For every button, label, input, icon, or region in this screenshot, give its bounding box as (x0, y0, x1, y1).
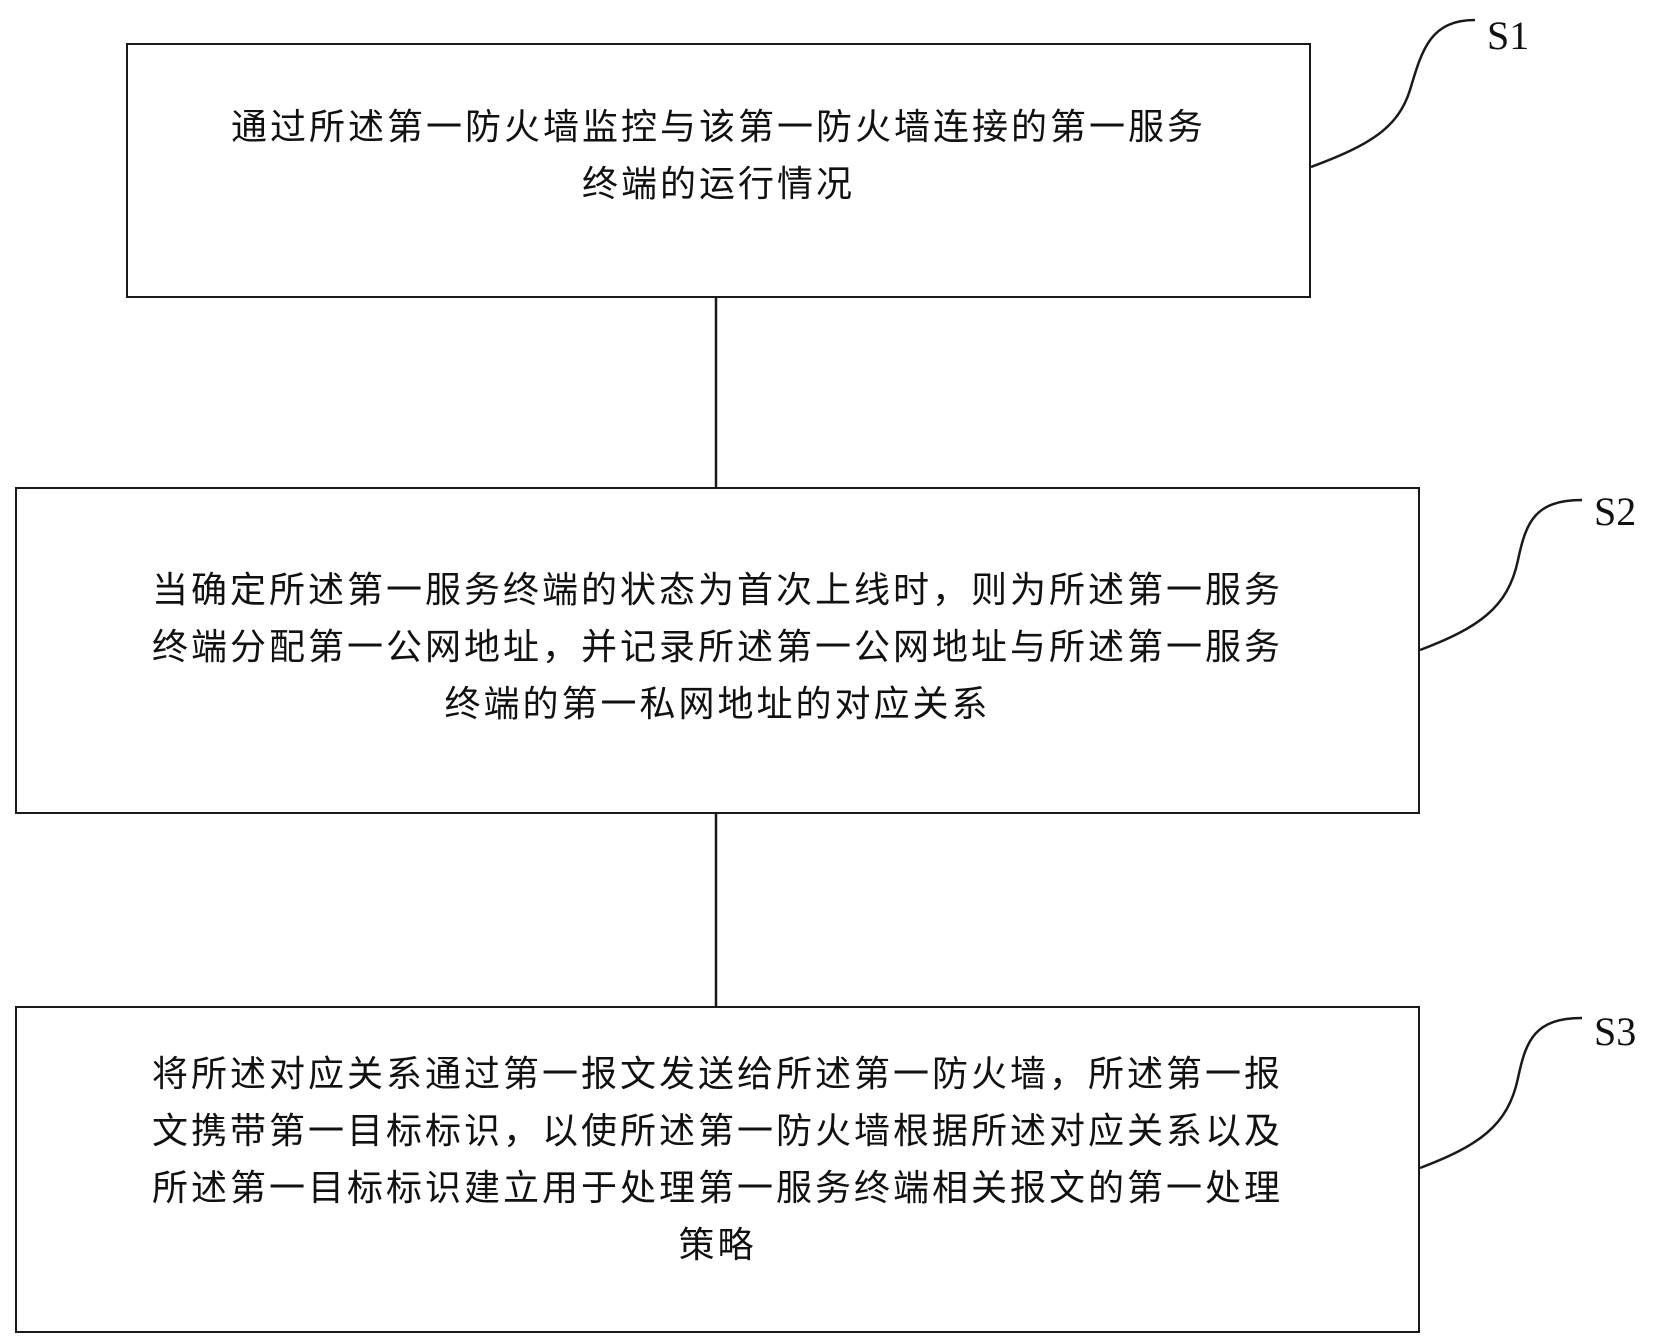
step-box-s2: 当确定所述第一服务终端的状态为首次上线时，则为所述第一服务 终端分配第一公网地址… (15, 487, 1420, 814)
step-text-line: 终端的第一私网地址的对应关系 (444, 684, 991, 725)
step-text-line: 文携带第一目标标识，以使所述第一防火墙根据所述对应关系以及 (151, 1110, 1283, 1152)
step-text-s3: 将所述对应关系通过第一报文发送给所述第一防火墙，所述第一报 文携带第一目标标识，… (17, 1046, 1418, 1294)
step-text-line: 所述第一目标标识建立用于处理第一服务终端相关报文的第一处理 (151, 1167, 1283, 1209)
leader-line-s2 (1419, 498, 1583, 652)
step-text-line: 通过所述第一防火墙监控与该第一防火墙连接的第一服务 (230, 106, 1206, 148)
step-label-s2: S2 (1594, 489, 1637, 534)
step-box-s1: 通过所述第一防火墙监控与该第一防火墙连接的第一服务 终端的运行情况 (126, 43, 1311, 298)
step-text-line: 终端的运行情况 (581, 163, 855, 205)
step-box-s3: 将所述对应关系通过第一报文发送给所述第一防火墙，所述第一报 文携带第一目标标识，… (15, 1006, 1420, 1333)
step-text-line: 终端分配第一公网地址，并记录所述第一公网地址与所述第一服务 (151, 627, 1283, 668)
step-text-s1: 通过所述第一防火墙监控与该第一防火墙连接的第一服务 终端的运行情况 (128, 99, 1309, 243)
step-text-line: 当确定所述第一服务终端的状态为首次上线时，则为所述第一服务 (151, 570, 1283, 611)
step-text-line: 策略 (678, 1224, 757, 1266)
leader-line-s3 (1419, 1016, 1583, 1170)
step-text-line: 将所述对应关系通过第一报文发送给所述第一防火墙，所述第一报 (151, 1053, 1283, 1095)
leader-line-s1 (1310, 18, 1476, 169)
step-label-s1: S1 (1487, 13, 1530, 58)
step-text-s2: 当确定所述第一服务终端的状态为首次上线时，则为所述第一服务 终端分配第一公网地址… (17, 562, 1418, 739)
step-label-s3: S3 (1594, 1009, 1637, 1054)
